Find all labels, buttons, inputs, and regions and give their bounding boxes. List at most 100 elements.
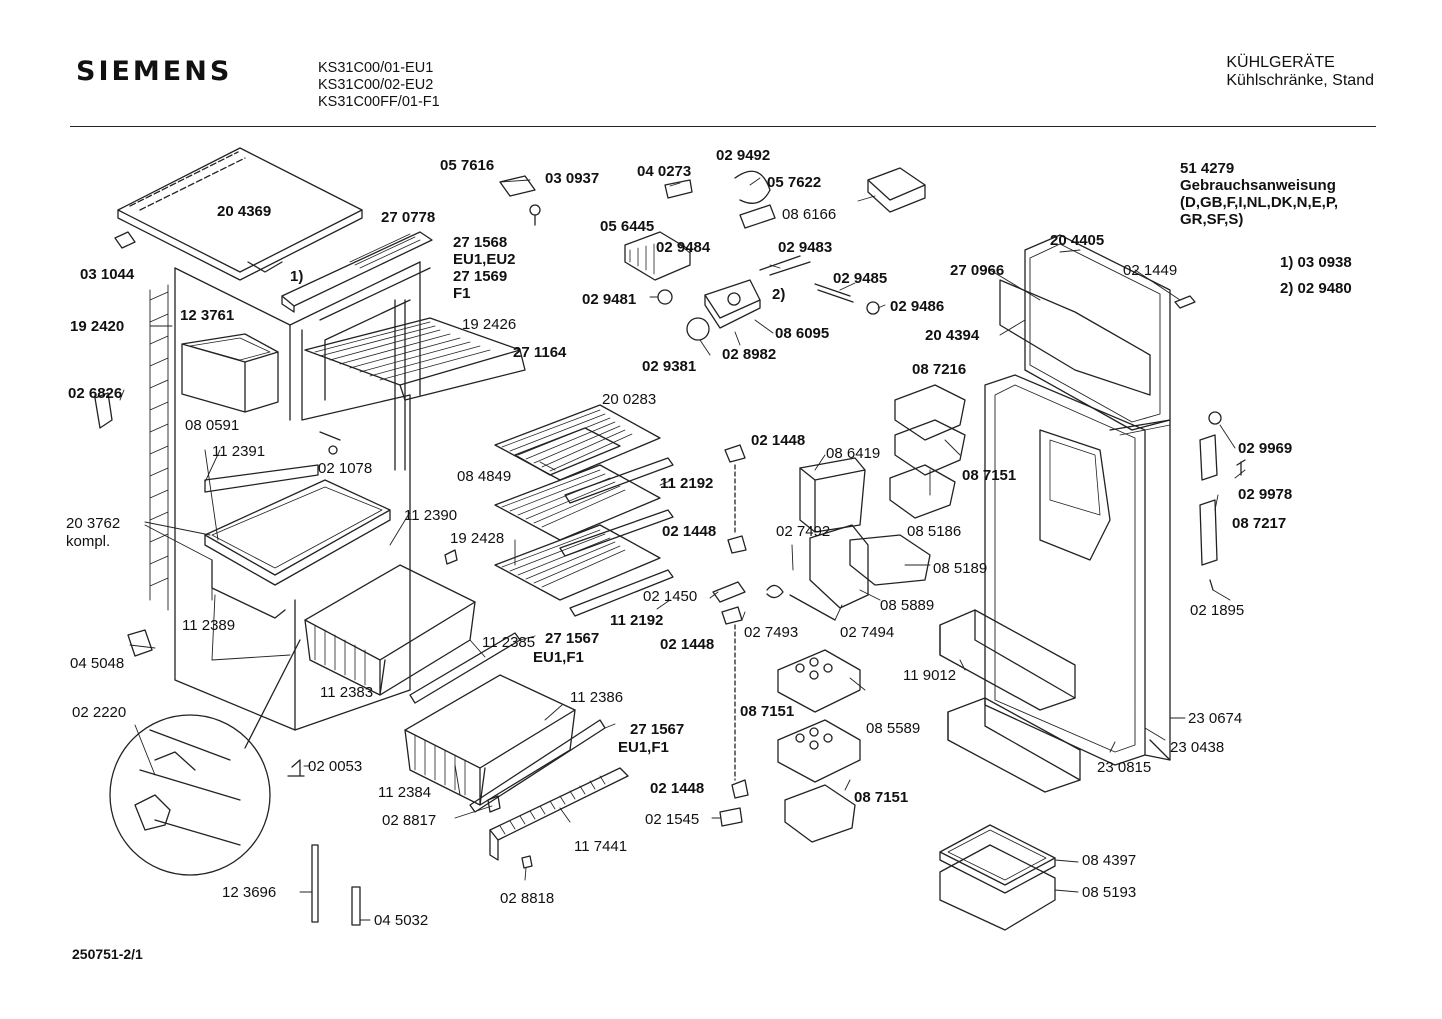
part-label: 02 7494	[840, 624, 894, 641]
part-label: EU1,F1	[533, 649, 584, 666]
part-label: 02 0053	[308, 758, 362, 775]
part-label: 11 2384	[378, 784, 431, 801]
part-label: 02 1078	[318, 460, 372, 477]
part-label: 02 6826	[68, 385, 122, 402]
part-label: 1)	[290, 268, 303, 285]
door-bins-lower	[939, 609, 1081, 793]
door-bins-upper	[889, 384, 966, 519]
leader-lines	[119, 177, 1246, 921]
part-label: 02 9969	[1238, 440, 1292, 457]
part-label: EU1,F1	[618, 739, 669, 756]
upper-shelf	[304, 317, 526, 401]
part-label: 27 0778	[381, 209, 435, 226]
part-label: 05 7616	[440, 157, 494, 174]
glass-shelf-3	[494, 524, 661, 601]
model-list: KS31C00/01-EU1 KS31C00/02-EU2 KS31C00FF/…	[318, 60, 440, 111]
manual-title: Gebrauchsanweisung	[1180, 177, 1336, 194]
part-label: 20 4394	[925, 327, 980, 344]
part-label: 19 2426	[462, 316, 516, 333]
glass-shelf-1	[494, 404, 661, 481]
part-label: 20 3762	[66, 515, 120, 532]
category-subtitle: Kühlschränke, Stand	[1226, 72, 1374, 89]
part-label: 02 1545	[645, 811, 699, 828]
part-label: 02 9483	[778, 239, 832, 256]
part-label: 08 5186	[907, 523, 961, 540]
part-label: 11 2389	[182, 617, 235, 634]
part-label: 02 9481	[582, 291, 636, 308]
part-label: 04 5032	[374, 912, 428, 929]
crisper-drawer-lower	[404, 674, 576, 806]
control-strip	[281, 231, 433, 313]
refrigerator-door	[984, 234, 1171, 766]
part-label: 08 5889	[880, 597, 934, 614]
part-label: 11 2192	[660, 475, 713, 492]
part-label: 12 3696	[222, 884, 276, 901]
part-label: 08 5189	[933, 560, 987, 577]
part-label: 11 2391	[212, 443, 265, 460]
part-label: 27 0966	[950, 262, 1004, 279]
part-label: 02 8982	[722, 346, 776, 363]
butter-compartment	[939, 824, 1056, 931]
part-label: 08 7151	[854, 789, 908, 806]
part-label: 27 1164	[513, 344, 567, 361]
model-number: KS31C00/01-EU1	[318, 60, 434, 76]
part-label: 23 0815	[1097, 759, 1151, 776]
part-label: 02 1448	[650, 780, 704, 797]
part-label: 02 9381	[642, 358, 696, 375]
top-cover	[117, 147, 363, 281]
part-label: 02 1448	[751, 432, 805, 449]
part-label: 11 7441	[574, 838, 627, 855]
part-label: 02 1448	[660, 636, 714, 653]
part-label: 05 7622	[767, 174, 821, 191]
part-label: 02 1895	[1190, 602, 1244, 619]
part-label: 19 2428	[450, 530, 504, 547]
part-label: F1	[453, 285, 471, 302]
base-grille	[489, 767, 629, 861]
part-label: 20 4369	[217, 203, 271, 220]
detail-magnifier	[109, 639, 301, 876]
part-label: 02 1450	[643, 588, 697, 605]
part-label: 08 6419	[826, 445, 880, 462]
dairy-compartment	[799, 457, 866, 533]
category-title: KÜHLGERÄTE	[1226, 54, 1335, 71]
model-number: KS31C00/02-EU2	[318, 77, 434, 93]
footnotes: 1) 03 0938 2) 02 9480	[1280, 250, 1352, 302]
egg-trays	[777, 649, 861, 843]
part-label: 11 2192	[610, 612, 663, 629]
footnote: 1) 03 0938	[1280, 254, 1352, 271]
manual-languages: (D,GB,F,I,NL,DK,N,E,P,	[1180, 194, 1339, 211]
part-label: 11 9012	[903, 667, 956, 684]
part-label: 02 9484	[656, 239, 711, 256]
part-label: 02 9486	[890, 298, 944, 315]
part-label: 02 9492	[716, 147, 770, 164]
part-label: 02 7493	[744, 624, 798, 641]
part-label: 02 9978	[1238, 486, 1292, 503]
manual-number: 51 4279	[1180, 160, 1235, 177]
glass-shelf-2	[494, 464, 661, 541]
model-number: KS31C00FF/01-F1	[318, 94, 440, 110]
part-label: 08 0591	[185, 417, 239, 434]
door-shelf-small	[809, 524, 931, 609]
drawing-number: 250751-2/1	[72, 946, 143, 962]
door-hinge-parts	[1174, 295, 1246, 591]
thermostat-assembly	[499, 167, 926, 341]
part-label: 23 0674	[1188, 710, 1242, 727]
part-label: 20 0283	[602, 391, 656, 408]
part-label: 02 2220	[72, 704, 126, 721]
part-label: 02 1449	[1123, 262, 1177, 279]
part-label: 02 1448	[662, 523, 716, 540]
part-label: 03 0937	[545, 170, 599, 187]
part-label: 02 8817	[382, 812, 436, 829]
part-label: 19 2420	[70, 318, 124, 335]
part-label: 11 2385	[482, 634, 535, 651]
part-label: 08 4849	[457, 468, 511, 485]
part-label: 11 2383	[320, 684, 373, 701]
freezer-compartment	[204, 464, 391, 619]
part-label: 27 1567	[545, 630, 599, 647]
part-label: 08 4397	[1082, 852, 1136, 869]
part-label: 27 1568	[453, 234, 507, 251]
footnote: 2) 02 9480	[1280, 280, 1352, 297]
part-label: 27 1567	[630, 721, 684, 738]
part-label: 02 8818	[500, 890, 554, 907]
